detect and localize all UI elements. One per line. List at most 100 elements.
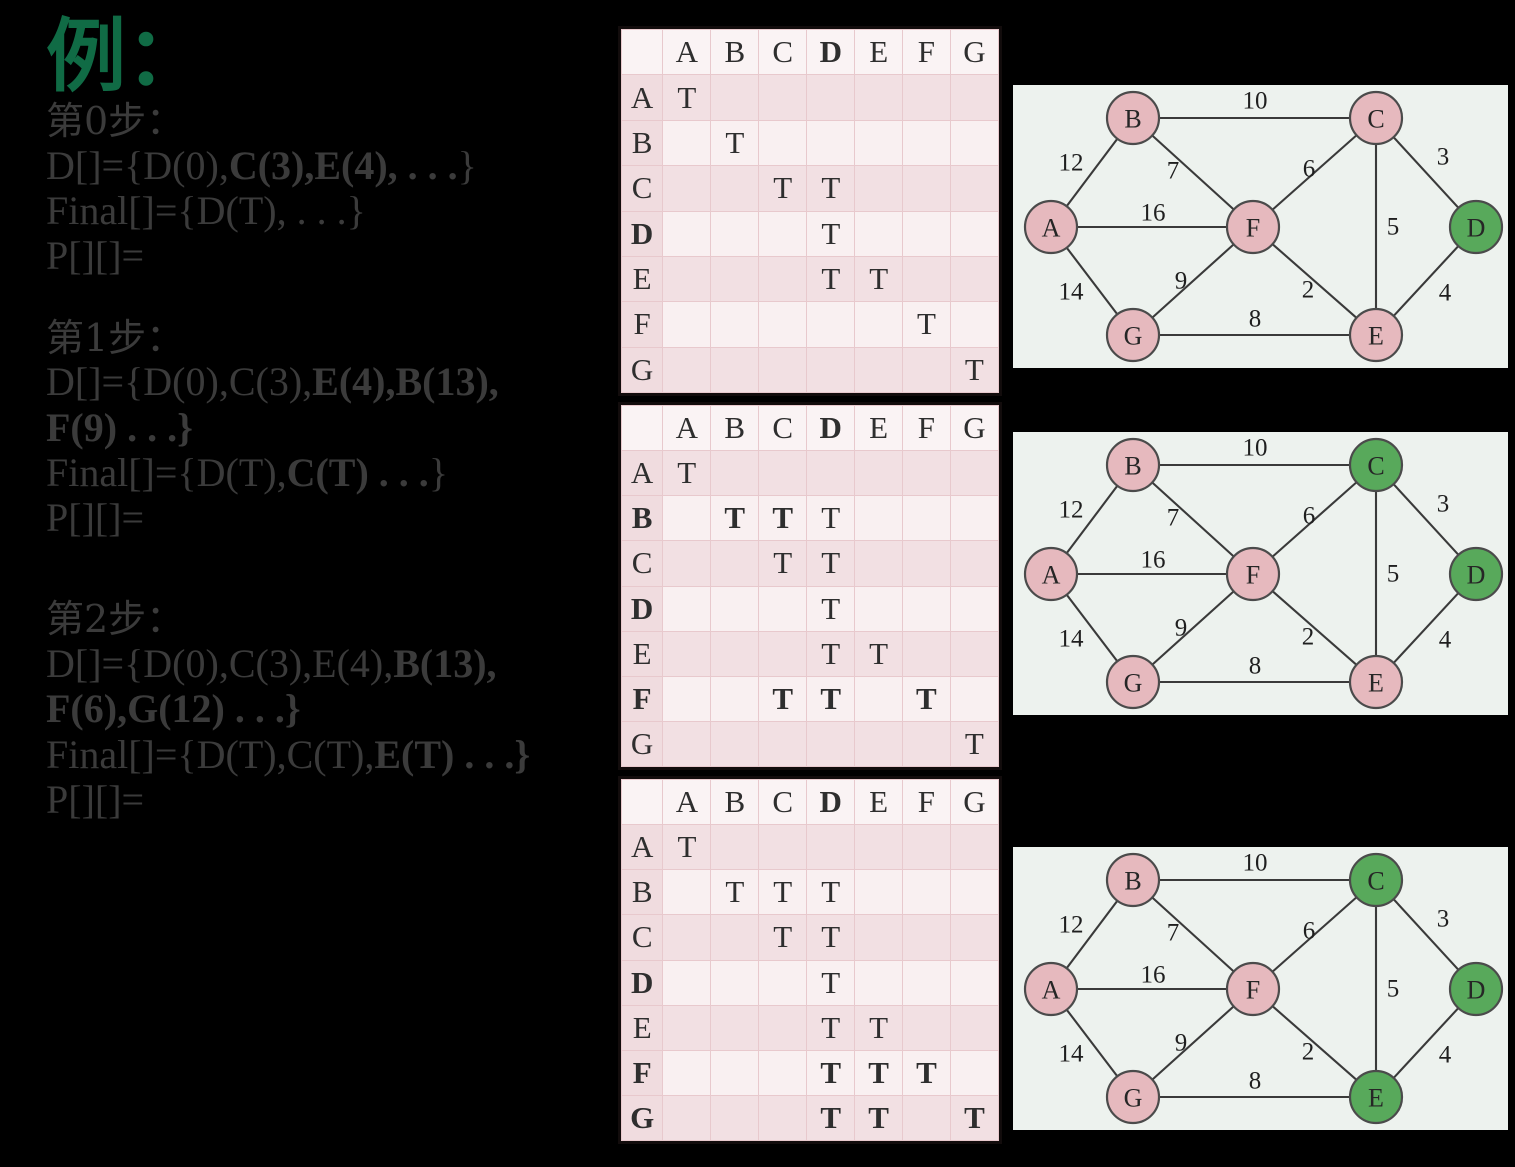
cell-BE[interactable] <box>854 869 904 916</box>
cell-GA[interactable] <box>662 346 712 394</box>
cell-EA[interactable] <box>662 255 712 303</box>
cell-GC[interactable] <box>758 1094 808 1142</box>
graph-node-A[interactable] <box>1023 546 1079 602</box>
graph-node-C[interactable] <box>1348 437 1404 493</box>
cell-AA[interactable]: T <box>662 450 712 497</box>
cell-CB[interactable] <box>710 540 760 587</box>
cell-DA[interactable] <box>662 210 712 257</box>
cell-CC[interactable]: T <box>758 914 808 961</box>
cell-AF[interactable] <box>902 74 951 121</box>
cell-CE[interactable] <box>854 914 904 961</box>
cell-FC[interactable] <box>758 1049 808 1096</box>
cell-BC[interactable]: T <box>758 869 808 916</box>
cell-AG[interactable] <box>949 450 1000 497</box>
cell-EC[interactable] <box>758 255 808 303</box>
cell-BF[interactable] <box>902 869 951 916</box>
cell-FE[interactable] <box>854 301 904 348</box>
cell-BF[interactable] <box>902 119 951 167</box>
cell-CD[interactable]: T <box>806 165 856 212</box>
cell-DB[interactable] <box>710 585 760 632</box>
cell-GD[interactable] <box>806 720 856 768</box>
cell-CF[interactable] <box>902 165 951 212</box>
cell-DG[interactable] <box>949 959 1000 1006</box>
graph-node-D[interactable] <box>1448 546 1504 602</box>
cell-CF[interactable] <box>901 540 951 587</box>
cell-EG[interactable] <box>949 255 1000 303</box>
cell-GD[interactable]: T <box>806 1094 856 1142</box>
cell-GE[interactable]: T <box>854 1094 904 1142</box>
cell-AA[interactable]: T <box>662 824 712 871</box>
cell-FB[interactable] <box>710 1049 760 1096</box>
cell-AE[interactable] <box>854 450 903 497</box>
cell-DF[interactable] <box>902 959 951 1006</box>
cell-AE[interactable] <box>854 824 904 871</box>
cell-CG[interactable] <box>949 165 1000 212</box>
cell-FF[interactable]: T <box>901 675 951 722</box>
cell-BG[interactable] <box>949 119 1000 167</box>
cell-FB[interactable] <box>710 675 760 722</box>
cell-CE[interactable] <box>854 540 903 587</box>
cell-FG[interactable] <box>949 1049 1000 1096</box>
cell-AD[interactable] <box>806 450 856 497</box>
cell-FF[interactable]: T <box>902 1049 951 1096</box>
cell-FA[interactable] <box>662 1049 712 1096</box>
cell-DA[interactable] <box>662 585 712 632</box>
cell-DG[interactable] <box>949 210 1000 257</box>
cell-AA[interactable]: T <box>662 74 712 121</box>
cell-GA[interactable] <box>662 1094 712 1142</box>
cell-DC[interactable] <box>758 210 808 257</box>
cell-DE[interactable] <box>854 210 904 257</box>
cell-BA[interactable] <box>662 119 712 167</box>
cell-BD[interactable]: T <box>806 869 856 916</box>
cell-DF[interactable] <box>901 585 951 632</box>
cell-DE[interactable] <box>854 585 903 632</box>
cell-CA[interactable] <box>662 540 712 587</box>
cell-EB[interactable] <box>710 255 760 303</box>
cell-CB[interactable] <box>710 165 760 212</box>
graph-node-E[interactable] <box>1348 1069 1404 1125</box>
cell-AC[interactable] <box>758 74 808 121</box>
cell-DC[interactable] <box>758 959 808 1006</box>
cell-GG[interactable]: T <box>949 346 1000 394</box>
cell-BD[interactable]: T <box>806 495 856 542</box>
cell-GG[interactable]: T <box>949 1094 1000 1142</box>
cell-EB[interactable] <box>710 1004 760 1051</box>
cell-BB[interactable]: T <box>710 869 760 916</box>
cell-BG[interactable] <box>949 495 1000 542</box>
cell-GG[interactable]: T <box>949 720 1000 768</box>
cell-FB[interactable] <box>710 301 760 348</box>
cell-FD[interactable]: T <box>806 675 856 722</box>
cell-BG[interactable] <box>949 869 1000 916</box>
cell-BC[interactable]: T <box>758 495 808 542</box>
graph-node-B[interactable] <box>1105 437 1161 493</box>
cell-BB[interactable]: T <box>710 119 760 167</box>
cell-GA[interactable] <box>662 720 712 768</box>
cell-BA[interactable] <box>662 869 712 916</box>
graph-node-D[interactable] <box>1448 961 1504 1017</box>
cell-DG[interactable] <box>949 585 1000 632</box>
cell-FD[interactable]: T <box>806 1049 856 1096</box>
cell-DA[interactable] <box>662 959 712 1006</box>
cell-DD[interactable]: T <box>806 585 856 632</box>
cell-BB[interactable]: T <box>710 495 760 542</box>
graph-node-D[interactable] <box>1448 199 1504 255</box>
cell-AB[interactable] <box>710 74 760 121</box>
cell-GC[interactable] <box>758 346 808 394</box>
cell-FA[interactable] <box>662 675 712 722</box>
cell-CG[interactable] <box>949 914 1000 961</box>
cell-EG[interactable] <box>949 1004 1000 1051</box>
cell-AD[interactable] <box>806 824 856 871</box>
graph-node-E[interactable] <box>1348 654 1404 710</box>
cell-EF[interactable] <box>902 1004 951 1051</box>
cell-FE[interactable]: T <box>854 1049 904 1096</box>
cell-FE[interactable] <box>854 675 903 722</box>
graph-node-C[interactable] <box>1348 90 1404 146</box>
cell-FC[interactable]: T <box>758 675 808 722</box>
cell-GE[interactable] <box>854 346 904 394</box>
cell-CB[interactable] <box>710 914 760 961</box>
cell-CA[interactable] <box>662 165 712 212</box>
cell-EG[interactable] <box>949 630 1000 677</box>
